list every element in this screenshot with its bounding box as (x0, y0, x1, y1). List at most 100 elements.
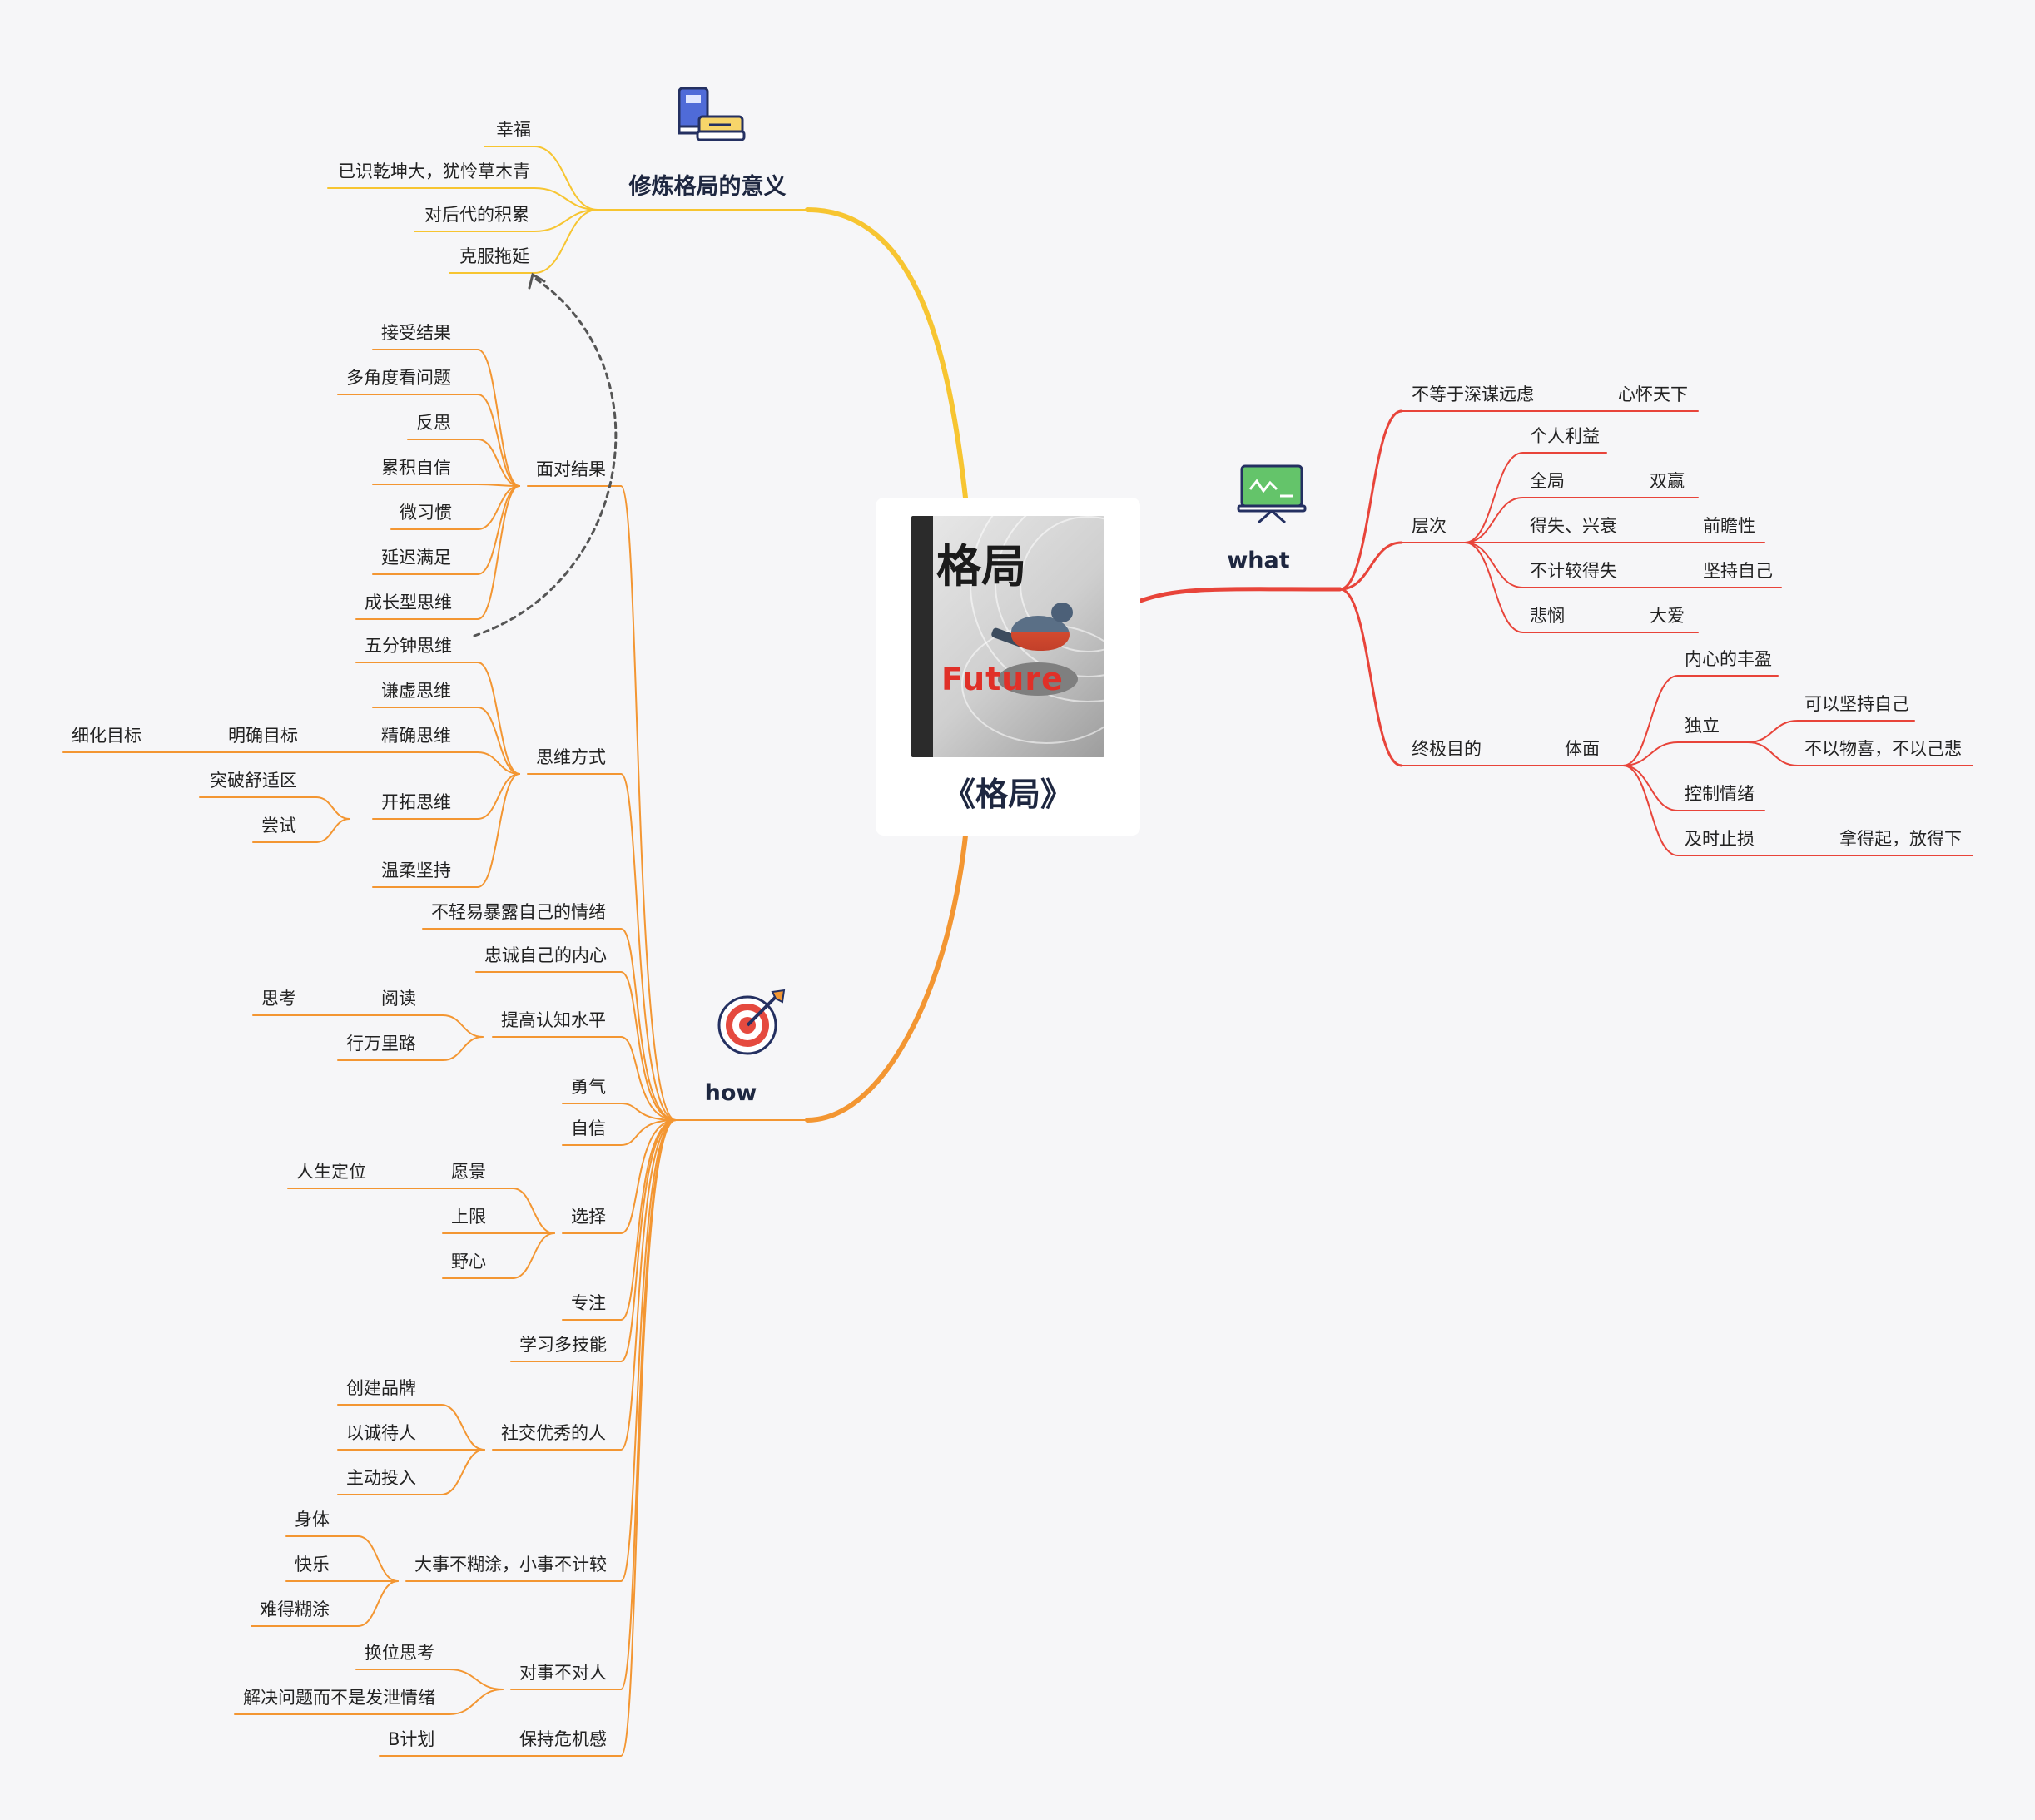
how-crisis[interactable]: 保持危机感 (519, 1729, 607, 1749)
choice-item[interactable]: 野心 (451, 1252, 486, 1272)
connector (1138, 587, 1343, 603)
stoploss-result[interactable]: 拿得起，放得下 (1839, 829, 1962, 849)
facing-item[interactable]: 接受结果 (381, 323, 451, 343)
connector (620, 971, 677, 1121)
connector (1747, 741, 1799, 766)
social-item[interactable]: 以诚待人 (346, 1423, 416, 1443)
facing-item[interactable]: 反思 (416, 413, 451, 433)
ultimate-item[interactable]: 及时止损 (1685, 829, 1755, 849)
ultimate-item[interactable]: 内心的丰盈 (1685, 649, 1772, 669)
thinking-item[interactable]: 谦虚思维 (381, 681, 451, 701)
how-item[interactable]: 自信 (571, 1118, 606, 1138)
ultimate-item[interactable]: 独立 (1685, 716, 1720, 736)
level-item[interactable]: 个人利益 (1530, 426, 1600, 446)
level-result[interactable]: 双赢 (1650, 471, 1685, 491)
facing-item[interactable]: 累积自信 (381, 458, 451, 478)
level-result[interactable]: 大爱 (1650, 606, 1685, 626)
how-facing-results[interactable]: 面对结果 (536, 459, 606, 479)
meaning-item[interactable]: 对后代的积累 (424, 205, 529, 225)
how-item[interactable]: 勇气 (571, 1077, 606, 1097)
connector (477, 773, 520, 888)
branch-title-meaning[interactable]: 修炼格局的意义 (628, 174, 787, 200)
social-item[interactable]: 主动投入 (346, 1468, 416, 1488)
connector (620, 1103, 677, 1121)
connector (357, 1580, 399, 1627)
connector (1464, 497, 1524, 543)
connector (1622, 765, 1679, 856)
what-levels[interactable]: 层次 (1412, 516, 1447, 536)
vision-positioning[interactable]: 人生定位 (296, 1162, 366, 1182)
connector (477, 439, 520, 487)
connector (620, 1119, 677, 1146)
level-result[interactable]: 坚持自己 (1703, 561, 1773, 581)
connector (620, 1119, 677, 1234)
meaning-item[interactable]: 幸福 (496, 120, 531, 140)
level-item[interactable]: 得失、兴衰 (1530, 516, 1617, 536)
cognition-think[interactable]: 思考 (261, 989, 296, 1009)
cover-subtitle: Future (941, 661, 1064, 697)
thinking-item[interactable]: 温柔坚持 (381, 860, 451, 880)
connector (620, 1119, 677, 1321)
how-choice[interactable]: 选择 (571, 1207, 606, 1227)
bigsmall-item[interactable]: 快乐 (295, 1555, 330, 1575)
refine-goal[interactable]: 细化目标 (72, 726, 141, 746)
presentation-board-icon (1237, 464, 1307, 524)
facing-item[interactable]: 多角度看问题 (346, 368, 451, 388)
facing-item[interactable]: 延迟满足 (381, 548, 451, 568)
branch-title-what[interactable]: what (1227, 548, 1290, 573)
how-item[interactable]: 不轻易暴露自己的情绪 (431, 902, 606, 922)
connector (620, 928, 677, 1121)
branch-title-how[interactable]: how (704, 1080, 757, 1106)
meaning-item[interactable]: 克服拖延 (459, 246, 529, 266)
how-social[interactable]: 社交优秀的人 (501, 1423, 606, 1443)
book-cover-image: 格局 Future (911, 516, 1104, 757)
bigsmall-item[interactable]: 身体 (295, 1510, 330, 1530)
what-ultimate-goal[interactable]: 终极目的 (1412, 739, 1482, 759)
what-care-world[interactable]: 心怀天下 (1618, 384, 1688, 404)
how-item[interactable]: 学习多技能 (519, 1335, 607, 1355)
how-matter[interactable]: 对事不对人 (519, 1663, 607, 1683)
how-item[interactable]: 忠诚自己的内心 (484, 945, 607, 965)
matter-item[interactable]: 解决问题而不是发泄情绪 (243, 1688, 435, 1708)
thinking-item[interactable]: 精确思维 (381, 726, 451, 746)
independent-item[interactable]: 可以坚持自己 (1804, 694, 1909, 714)
choice-item[interactable]: 愿景 (451, 1162, 486, 1182)
how-item[interactable]: 专注 (571, 1293, 606, 1313)
level-item[interactable]: 不计较得失 (1530, 561, 1617, 581)
precise-goal[interactable]: 明确目标 (228, 726, 298, 746)
thinking-item[interactable]: 开拓思维 (381, 792, 451, 812)
pioneer-item[interactable]: 突破舒适区 (210, 771, 297, 791)
meaning-item[interactable]: 已识乾坤大，犹怜草木青 (338, 161, 530, 181)
cognition-travel[interactable]: 行万里路 (346, 1034, 416, 1054)
cognition-read[interactable]: 阅读 (381, 989, 416, 1009)
connector (442, 1036, 484, 1061)
how-cognition[interactable]: 提高认知水平 (501, 1010, 606, 1030)
target-icon (717, 989, 786, 1055)
connector (477, 707, 520, 775)
connector (1622, 675, 1679, 766)
level-result[interactable]: 前瞻性 (1703, 516, 1755, 536)
connector (1338, 541, 1403, 591)
bigsmall-item[interactable]: 难得糊涂 (260, 1599, 330, 1619)
level-item[interactable]: 悲悯 (1530, 606, 1565, 626)
thinking-item[interactable]: 五分钟思维 (365, 636, 452, 656)
social-item[interactable]: 创建品牌 (346, 1378, 416, 1398)
what-not-scheming[interactable]: 不等于深谋远虑 (1412, 384, 1534, 404)
ultimate-dignity[interactable]: 体面 (1565, 739, 1600, 759)
connector (620, 773, 677, 1121)
connector (1338, 409, 1403, 591)
facing-item[interactable]: 微习惯 (400, 503, 452, 523)
how-bigsmall[interactable]: 大事不糊涂，小事不计较 (414, 1555, 607, 1575)
ultimate-item[interactable]: 控制情绪 (1685, 784, 1755, 804)
independent-item[interactable]: 不以物喜，不以己悲 (1804, 739, 1962, 759)
pioneer-item[interactable]: 尝试 (261, 816, 296, 836)
level-item[interactable]: 全局 (1530, 471, 1565, 491)
facing-item[interactable]: 成长型思维 (365, 593, 452, 612)
how-thinking-mode[interactable]: 思维方式 (536, 747, 606, 767)
matter-item[interactable]: 换位思考 (365, 1643, 434, 1663)
crisis-planb[interactable]: B计划 (388, 1729, 435, 1749)
connector (1464, 542, 1524, 633)
choice-item[interactable]: 上限 (451, 1207, 486, 1227)
root-node[interactable]: 格局 Future 《格局》 (876, 498, 1140, 836)
